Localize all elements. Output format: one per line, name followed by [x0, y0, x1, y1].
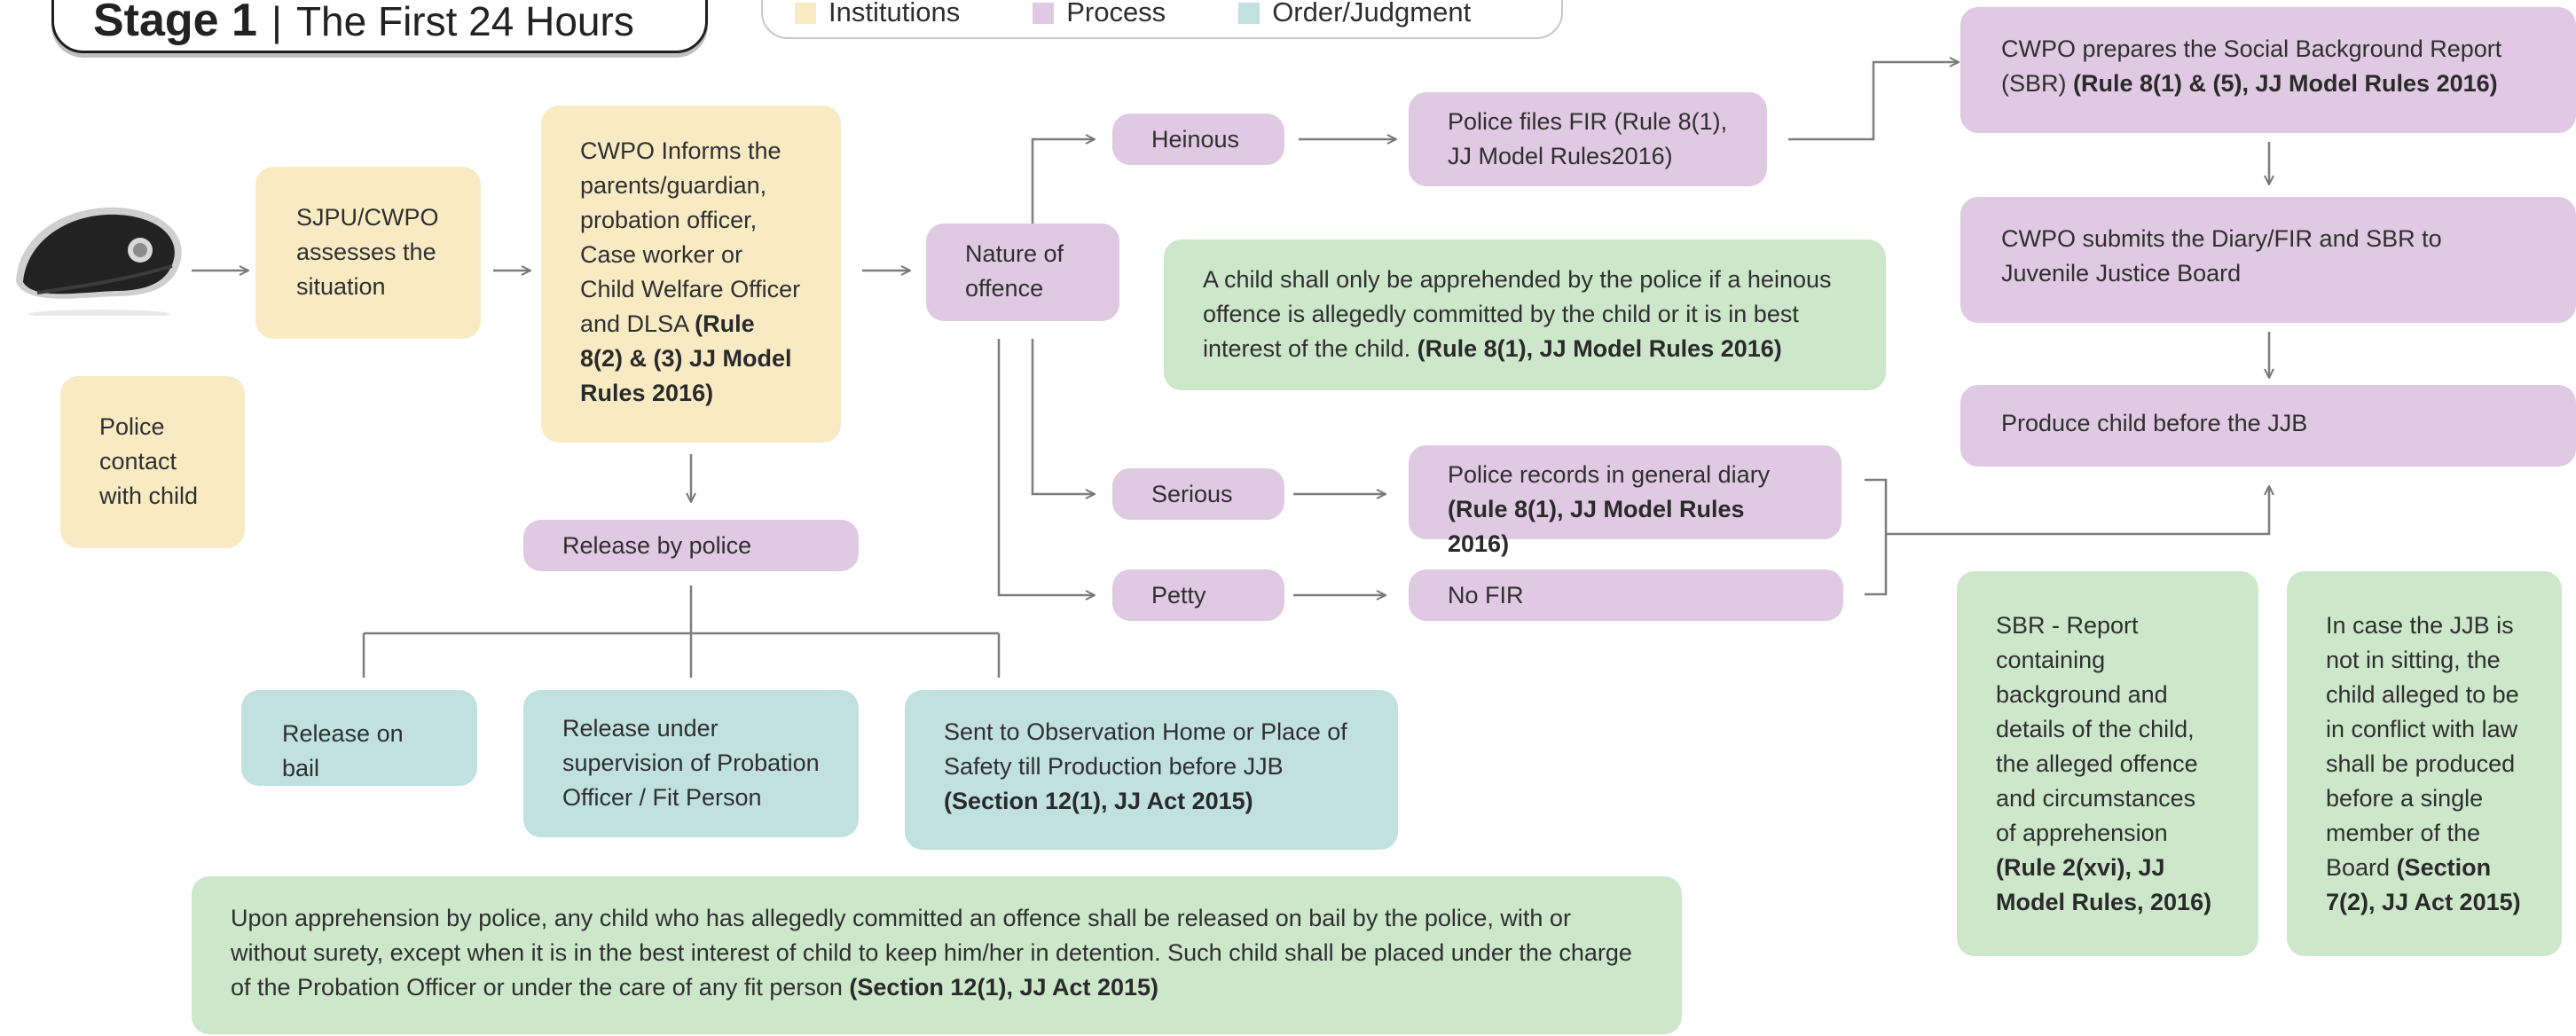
sbr-prepare-citation: (Rule 8(1) & (5), JJ Model Rules 2016): [2073, 70, 2498, 97]
release-by-police-box: Release by police: [523, 520, 859, 571]
legend-item-institutions: Institutions: [795, 0, 960, 28]
observation-home-citation: (Section 12(1), JJ Act 2015): [944, 788, 1253, 814]
heinous-text: Heinous: [1151, 126, 1240, 153]
sbr-prepare-box: CWPO prepares the Social Background Repo…: [1960, 7, 2576, 133]
legend-swatch-order: [1238, 3, 1261, 24]
general-diary-citation: (Rule 8(1), JJ Model Rules 2016): [1448, 496, 1745, 557]
general-diary-box: Police records in general diary (Rule 8(1…: [1409, 445, 1842, 557]
release-supervision-text: Release under supervision of Probation O…: [562, 715, 820, 811]
heinous-box: Heinous: [1112, 114, 1284, 165]
legend-swatch-process: [1033, 3, 1055, 24]
cwpo-informs-citation: (Rule 8(2) & (3) JJ Model Rules 2016): [580, 310, 792, 406]
release-supervision-box: Release under supervision of Probation O…: [523, 690, 859, 837]
cwpo-submits-text: CWPO submits the Diary/FIR and SBR to Ju…: [2001, 225, 2442, 286]
police-cap-icon: [11, 200, 188, 318]
release-on-bail-box: Release on bail: [241, 690, 477, 786]
petty-box: Petty: [1112, 569, 1284, 621]
stage-title: Stage 1 | The First 24 Hours: [51, 0, 708, 53]
legend-swatch-institutions: [795, 3, 816, 24]
no-fir-box: No FIR: [1409, 569, 1843, 621]
sjpu-assess-box: SJPU/CWPO assesses the situation: [255, 167, 481, 339]
bracket-gd-nofir: [1865, 478, 1888, 596]
arrow-nature-to-petty: [997, 339, 1095, 595]
sbr-definition-citation: (Rule 2(xvi), JJ Model Rules, 2016): [1996, 854, 2212, 915]
jjb-not-sitting-note: In case the JJB is not in sitting, the c…: [2287, 571, 2562, 956]
arrow-bracket-to-produce: [1886, 486, 2269, 536]
legend-label-institutions: Institutions: [829, 0, 961, 27]
apprehension-note-citation: (Rule 8(1), JJ Model Rules 2016): [1417, 335, 1782, 362]
legend-label-process: Process: [1066, 0, 1166, 27]
produce-jjb-text: Produce child before the JJB: [2001, 410, 2308, 436]
arrow-nature-to-heinous: [1031, 139, 1095, 224]
serious-text: Serious: [1151, 481, 1233, 507]
legend-item-order: Order/Judgment: [1238, 0, 1471, 28]
cwpo-informs-box: CWPO Informs the parents/guardian, proba…: [541, 106, 841, 443]
general-diary-text: Police records in general diary: [1448, 461, 1771, 488]
jjb-not-sitting-citation: (Section 7(2), JJ Act 2015): [2326, 854, 2521, 915]
no-fir-text: No FIR: [1448, 582, 1524, 608]
nature-of-offence-text: Nature of offence: [965, 240, 1064, 302]
arrow-fir-to-sbr: [1788, 62, 1959, 141]
sbr-prepare-text: CWPO prepares the Social Background Repo…: [2001, 35, 2502, 97]
sjpu-assess-text: SJPU/CWPO assesses the situation: [296, 204, 439, 300]
cwpo-submits-box: CWPO submits the Diary/FIR and SBR to Ju…: [1960, 197, 2576, 323]
cwpo-informs-text: CWPO Informs the parents/guardian, proba…: [580, 137, 801, 337]
apprehension-note-text: A child shall only be apprehended by the…: [1203, 266, 1832, 362]
observation-home-text: Sent to Observation Home or Place of Saf…: [944, 718, 1347, 780]
sbr-definition-text: SBR - Report containing background and d…: [1996, 612, 2198, 846]
sbr-definition-note: SBR - Report containing background and d…: [1957, 571, 2258, 956]
stage-label: Stage 1: [93, 0, 257, 46]
release-by-police-text: Release by police: [562, 532, 752, 559]
produce-jjb-box: Produce child before the JJB: [1960, 385, 2576, 467]
nature-of-offence-box: Nature of offence: [926, 224, 1119, 321]
apprehension-note: A child shall only be apprehended by the…: [1164, 239, 1886, 390]
release-tree: [362, 585, 1001, 678]
bail-note-citation: (Section 12(1), JJ Act 2015): [849, 974, 1159, 1001]
police-contact-box: Police contact with child: [60, 376, 245, 548]
police-contact-text: Police contact with child: [99, 413, 199, 509]
bail-note-text: Upon apprehension by police, any child w…: [231, 905, 1632, 1001]
bail-note: Upon apprehension by police, any child w…: [192, 876, 1682, 1034]
release-on-bail-text: Release on bail: [282, 720, 404, 781]
legend: Institutions Process Order/Judgment: [761, 0, 1563, 39]
legend-item-process: Process: [1033, 0, 1166, 28]
fir-box: Police files FIR (Rule 8(1), JJ Model Ru…: [1409, 92, 1767, 186]
jjb-not-sitting-text: In case the JJB is not in sitting, the c…: [2326, 612, 2519, 881]
title-separator: |: [271, 0, 282, 44]
fir-text: Police files FIR (Rule 8(1), JJ Model Ru…: [1448, 108, 1728, 169]
legend-label-order: Order/Judgment: [1272, 0, 1472, 27]
arrow-nature-to-serious: [1031, 339, 1095, 494]
observation-home-box: Sent to Observation Home or Place of Saf…: [905, 690, 1398, 850]
petty-text: Petty: [1151, 582, 1206, 608]
serious-box: Serious: [1112, 468, 1284, 520]
stage-subtitle: The First 24 Hours: [295, 0, 634, 44]
